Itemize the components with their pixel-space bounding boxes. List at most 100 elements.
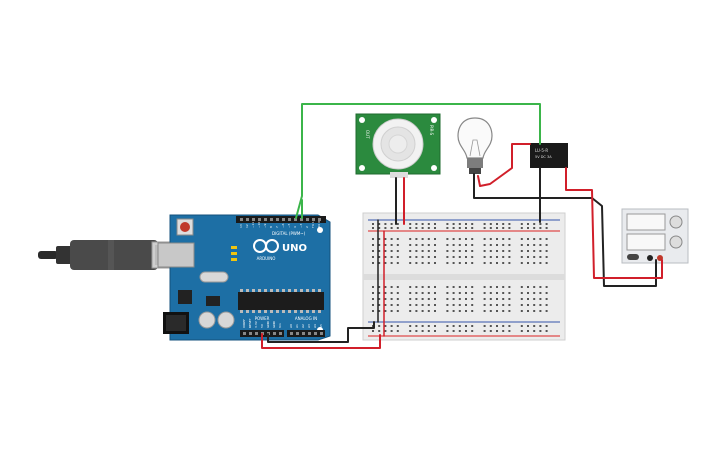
- breadboard-hole[interactable]: [446, 298, 449, 300]
- breadboard-hole[interactable]: [527, 330, 529, 332]
- breadboard-hole[interactable]: [527, 325, 529, 327]
- breadboard-hole[interactable]: [427, 223, 430, 225]
- usb-port[interactable]: [157, 242, 195, 268]
- breadboard-hole[interactable]: [539, 304, 542, 306]
- breadboard-hole[interactable]: [508, 298, 511, 300]
- power-pin[interactable]: [279, 332, 282, 335]
- breadboard-hole[interactable]: [496, 262, 498, 264]
- breadboard-hole[interactable]: [390, 238, 393, 240]
- breadboard-hole[interactable]: [502, 250, 505, 252]
- breadboard-hole[interactable]: [372, 286, 374, 288]
- breadboard-hole[interactable]: [502, 286, 505, 288]
- breadboard-hole[interactable]: [384, 244, 387, 246]
- breadboard-hole[interactable]: [378, 292, 381, 294]
- breadboard-hole[interactable]: [434, 262, 436, 264]
- breadboard-hole[interactable]: [483, 310, 486, 312]
- breadboard-hole[interactable]: [446, 250, 449, 252]
- breadboard-hole[interactable]: [471, 298, 474, 300]
- breadboard-hole[interactable]: [545, 330, 548, 332]
- breadboard-hole[interactable]: [502, 310, 505, 312]
- breadboard-hole[interactable]: [458, 244, 461, 246]
- breadboard-hole[interactable]: [520, 310, 523, 312]
- breadboard-hole[interactable]: [396, 223, 399, 225]
- breadboard-hole[interactable]: [471, 256, 474, 258]
- breadboard-hole[interactable]: [434, 298, 436, 300]
- breadboard-hole[interactable]: [446, 304, 449, 306]
- breadboard-hole[interactable]: [539, 244, 542, 246]
- breadboard-hole[interactable]: [427, 286, 430, 288]
- breadboard-hole[interactable]: [378, 298, 381, 300]
- breadboard-hole[interactable]: [508, 310, 511, 312]
- breadboard-hole[interactable]: [372, 223, 374, 225]
- breadboard-hole[interactable]: [396, 304, 399, 306]
- breadboard-hole[interactable]: [527, 227, 529, 229]
- breadboard-hole[interactable]: [539, 256, 542, 258]
- power-switch[interactable]: [627, 254, 639, 260]
- breadboard-hole[interactable]: [458, 286, 461, 288]
- breadboard-hole[interactable]: [409, 244, 412, 246]
- digital-pin[interactable]: [288, 218, 291, 221]
- breadboard-hole[interactable]: [390, 223, 393, 225]
- digital-pin[interactable]: [240, 218, 243, 221]
- breadboard-hole[interactable]: [471, 238, 474, 240]
- breadboard-hole[interactable]: [372, 292, 374, 294]
- breadboard-hole[interactable]: [434, 227, 436, 229]
- breadboard-hole[interactable]: [434, 325, 436, 327]
- breadboard-hole[interactable]: [502, 304, 505, 306]
- breadboard-hole[interactable]: [527, 286, 529, 288]
- breadboard-hole[interactable]: [533, 223, 536, 225]
- breadboard-hole[interactable]: [465, 223, 467, 225]
- breadboard-hole[interactable]: [427, 256, 430, 258]
- breadboard-hole[interactable]: [446, 223, 449, 225]
- breadboard-hole[interactable]: [390, 310, 393, 312]
- breadboard-hole[interactable]: [415, 310, 418, 312]
- breadboard-hole[interactable]: [533, 227, 536, 229]
- breadboard-hole[interactable]: [471, 304, 474, 306]
- breadboard-hole[interactable]: [483, 330, 486, 332]
- breadboard-hole[interactable]: [533, 298, 536, 300]
- breadboard-hole[interactable]: [508, 238, 511, 240]
- power-pin[interactable]: [255, 332, 258, 335]
- breadboard-hole[interactable]: [545, 325, 548, 327]
- breadboard-hole[interactable]: [545, 244, 548, 246]
- breadboard-hole[interactable]: [520, 238, 523, 240]
- breadboard-hole[interactable]: [396, 298, 399, 300]
- breadboard-hole[interactable]: [545, 227, 548, 229]
- breadboard-hole[interactable]: [384, 292, 387, 294]
- breadboard-hole[interactable]: [489, 286, 492, 288]
- breadboard-hole[interactable]: [545, 286, 548, 288]
- breadboard-hole[interactable]: [545, 250, 548, 252]
- breadboard-hole[interactable]: [384, 223, 387, 225]
- breadboard-hole[interactable]: [446, 325, 449, 327]
- breadboard-hole[interactable]: [496, 256, 498, 258]
- breadboard-hole[interactable]: [452, 292, 455, 294]
- breadboard-hole[interactable]: [378, 250, 381, 252]
- breadboard-hole[interactable]: [496, 238, 498, 240]
- breadboard-hole[interactable]: [384, 256, 387, 258]
- breadboard-hole[interactable]: [396, 244, 399, 246]
- breadboard-hole[interactable]: [465, 238, 467, 240]
- breadboard-hole[interactable]: [539, 223, 542, 225]
- breadboard-hole[interactable]: [508, 262, 511, 264]
- breadboard-hole[interactable]: [396, 292, 399, 294]
- breadboard-hole[interactable]: [502, 330, 505, 332]
- breadboard-hole[interactable]: [496, 286, 498, 288]
- breadboard-hole[interactable]: [452, 244, 455, 246]
- breadboard-hole[interactable]: [489, 330, 492, 332]
- breadboard-hole[interactable]: [508, 227, 511, 229]
- breadboard-hole[interactable]: [489, 250, 492, 252]
- breadboard-hole[interactable]: [496, 325, 498, 327]
- breadboard-hole[interactable]: [409, 310, 412, 312]
- relay-to-supply-wire[interactable]: [565, 167, 663, 279]
- breadboard-hole[interactable]: [502, 223, 505, 225]
- breadboard-hole[interactable]: [434, 238, 436, 240]
- breadboard-hole[interactable]: [539, 292, 542, 294]
- breadboard-hole[interactable]: [483, 223, 486, 225]
- digital-pin[interactable]: [270, 218, 273, 221]
- breadboard-hole[interactable]: [539, 298, 542, 300]
- breadboard-hole[interactable]: [421, 298, 424, 300]
- breadboard-hole[interactable]: [390, 330, 393, 332]
- breadboard-hole[interactable]: [483, 227, 486, 229]
- breadboard-hole[interactable]: [434, 304, 436, 306]
- breadboard-hole[interactable]: [372, 304, 374, 306]
